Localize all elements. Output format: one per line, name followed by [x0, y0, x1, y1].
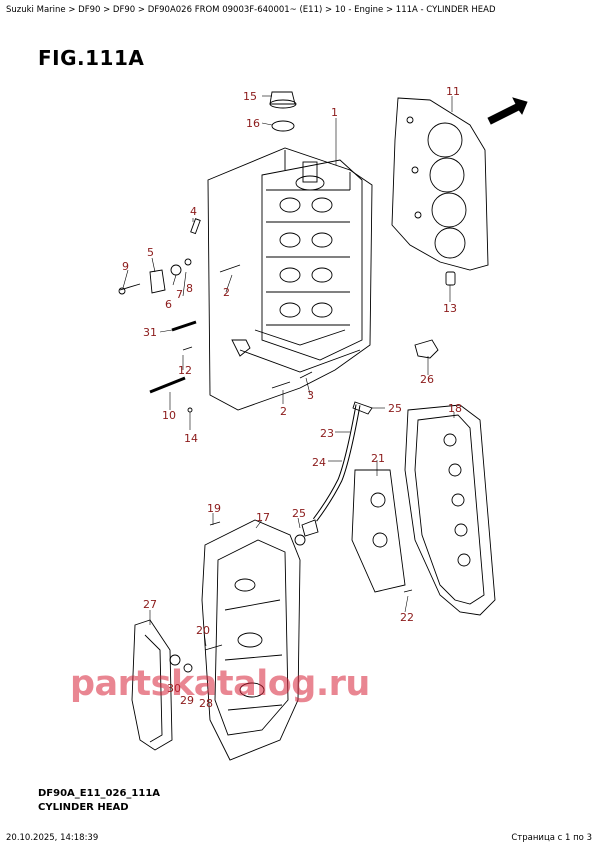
callout-13: 13 — [443, 302, 457, 315]
callout-9: 9 — [122, 260, 129, 273]
callout-25b: 25 — [292, 507, 306, 520]
callout-15: 15 — [243, 90, 257, 103]
oil-cap-part — [269, 91, 296, 105]
callout-21: 21 — [371, 452, 385, 465]
callout-16: 16 — [246, 117, 260, 130]
callout-19: 19 — [207, 502, 221, 515]
diagram-caption: CYLINDER HEAD — [38, 802, 129, 813]
callout-24: 24 — [312, 456, 326, 469]
figure-title: FIG.111A — [38, 46, 145, 70]
callout-5: 5 — [147, 246, 154, 259]
callout-22: 22 — [400, 611, 414, 624]
callout-23: 23 — [320, 427, 334, 440]
side-cover-part — [131, 619, 173, 751]
head-cover-part — [201, 519, 301, 761]
footer-timestamp: 20.10.2025, 14:18:39 — [6, 833, 99, 843]
callout-6: 6 — [165, 298, 172, 311]
callout-2b: 2 — [280, 405, 287, 418]
watermark: partskatalog.ru — [70, 664, 370, 704]
callout-20: 20 — [196, 624, 210, 637]
callout-28: 28 — [199, 697, 213, 710]
callout-30: 30 — [167, 682, 181, 695]
cover-gasket-part — [404, 404, 496, 616]
callout-8: 8 — [186, 282, 193, 295]
callout-3: 3 — [307, 389, 314, 402]
callout-2a: 2 — [223, 286, 230, 299]
callout-31: 31 — [143, 326, 157, 339]
callout-17: 17 — [256, 511, 270, 524]
callout-14: 14 — [184, 432, 198, 445]
callout-labels: 1 2 2 3 4 5 6 7 8 9 10 11 12 13 14 15 16… — [122, 85, 462, 710]
footer-page: Страница с 1 по 3 — [511, 833, 592, 843]
callout-1: 1 — [331, 106, 338, 119]
callout-25a: 25 — [388, 402, 402, 415]
callout-7: 7 — [176, 288, 183, 301]
head-gasket-part — [391, 97, 489, 271]
callout-29: 29 — [180, 694, 194, 707]
callout-18: 18 — [448, 402, 462, 415]
callout-10: 10 — [162, 409, 176, 422]
o-ring-part — [271, 120, 295, 132]
diagram-code: DF90A_E11_026_111A — [38, 788, 161, 799]
callout-12: 12 — [178, 364, 192, 377]
callout-26: 26 — [420, 373, 434, 386]
callout-4: 4 — [190, 205, 197, 218]
cylinder-head-part — [207, 147, 373, 411]
bolt-parts — [118, 218, 413, 673]
breadcrumb: Suzuki Marine > DF90 > DF90 > DF90A026 F… — [6, 5, 496, 15]
callout-11: 11 — [446, 85, 460, 98]
callout-27: 27 — [143, 598, 157, 611]
